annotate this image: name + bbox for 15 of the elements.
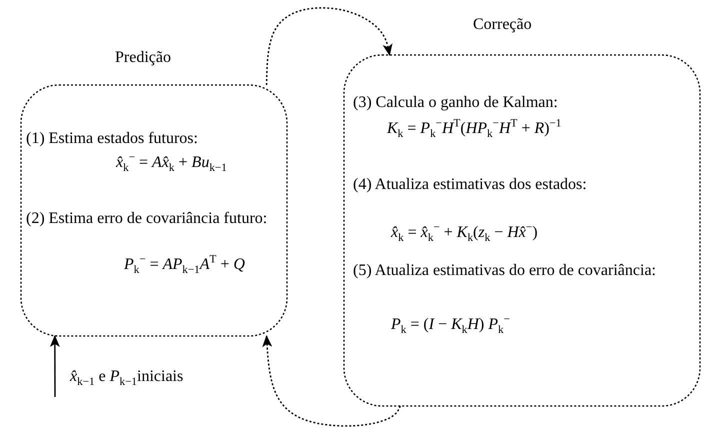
arrow [262,335,401,427]
step-text: (5) Atualiza estimativas do erro de covariância: [353,261,657,280]
formula: x̂$_{k}$$^{−}$ = Ax̂$_{k}$ + Bu$_{k−1}$ [116,153,227,172]
arrow [50,335,60,397]
formula: x̂$_{k}$ = x̂$_{k}$$^{−}$ + K$_{k}$(z$_{k}$ − Hx̂$^{−}$) [391,223,538,242]
step-text: (3) Calcula o ganho de Kalman: [353,93,559,112]
formula: K$_{k}$ = P$_{k}$$^{−}$H$^{T}$(HP$_{k}$$^{−}$H$^{T}$ + R)$^{−1}$ [387,119,562,138]
formula: P$_{k}$$^{−}$ = AP$_{k−1}$A$^{T}$ + Q [124,255,245,274]
step-text: (2) Estima erro de covariância futuro: [26,209,268,228]
step-text: (1) Estima estados futuros: [26,129,199,148]
section-heading: Predição [115,48,171,68]
section-heading: Correção [473,15,532,34]
arrow [266,7,392,86]
initial-values-label: x̂$_{k−1}$ e P$_{k−1}$iniciais [70,368,184,386]
step-text: (4) Atualiza estimativas dos estados: [353,175,588,194]
